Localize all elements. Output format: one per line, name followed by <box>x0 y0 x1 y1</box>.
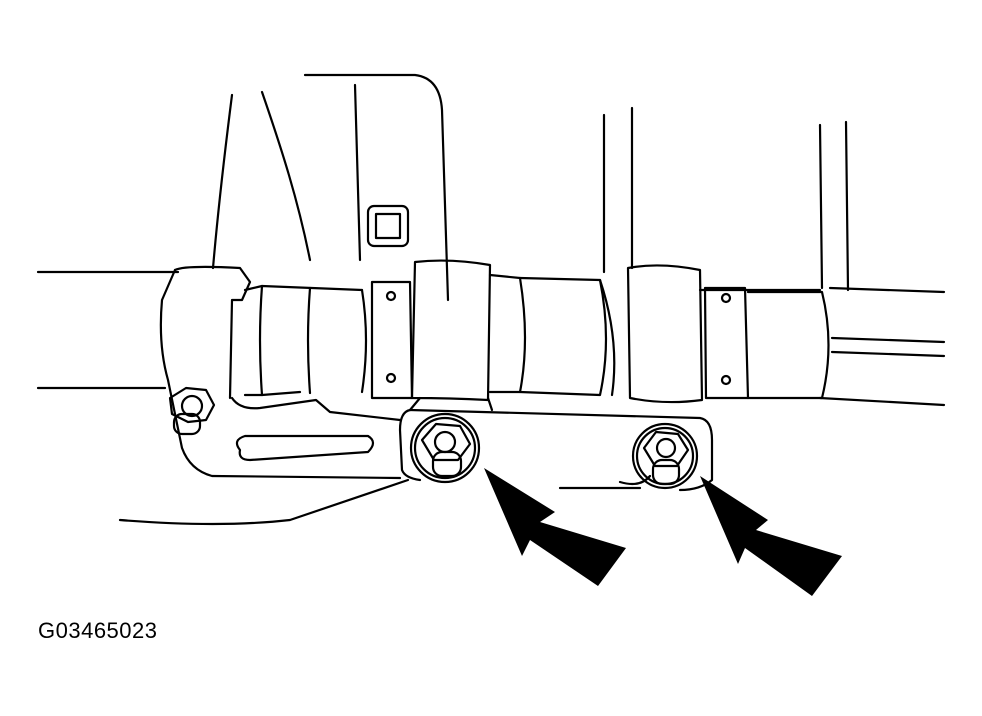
left-housing-bolt <box>168 386 216 436</box>
pipe-band-left <box>370 280 414 400</box>
right-strap <box>598 264 704 404</box>
housing-slot <box>235 434 375 462</box>
figure-code: G03465023 <box>38 618 158 643</box>
center-strap <box>408 259 494 412</box>
chassis-panel <box>211 73 450 302</box>
pipe-sleeve-right <box>746 290 830 400</box>
left-bracket-bolt <box>409 412 481 484</box>
left-clamp-housing <box>159 265 402 480</box>
arrow-icon <box>700 476 842 596</box>
square-fastener <box>366 204 410 248</box>
pipe-sleeve-center <box>488 273 608 397</box>
pipe-band-right <box>703 286 750 400</box>
pipe-sleeve-left <box>258 284 368 397</box>
vertical-rods <box>602 106 850 292</box>
right-bracket-bolt <box>631 422 699 490</box>
mounting-bracket <box>118 408 714 526</box>
arrow-icon <box>484 468 626 586</box>
